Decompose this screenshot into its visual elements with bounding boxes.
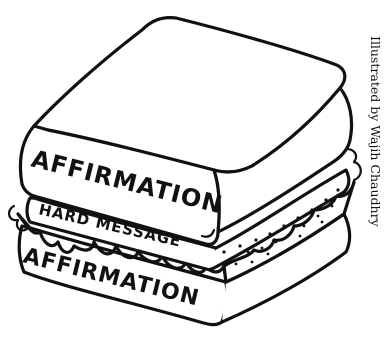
- illustrator-credit-text: Illustrated by Wajih Chaudhry: [366, 36, 384, 306]
- illustrator-credit: Illustrated by Wajih Chaudhry: [366, 36, 384, 306]
